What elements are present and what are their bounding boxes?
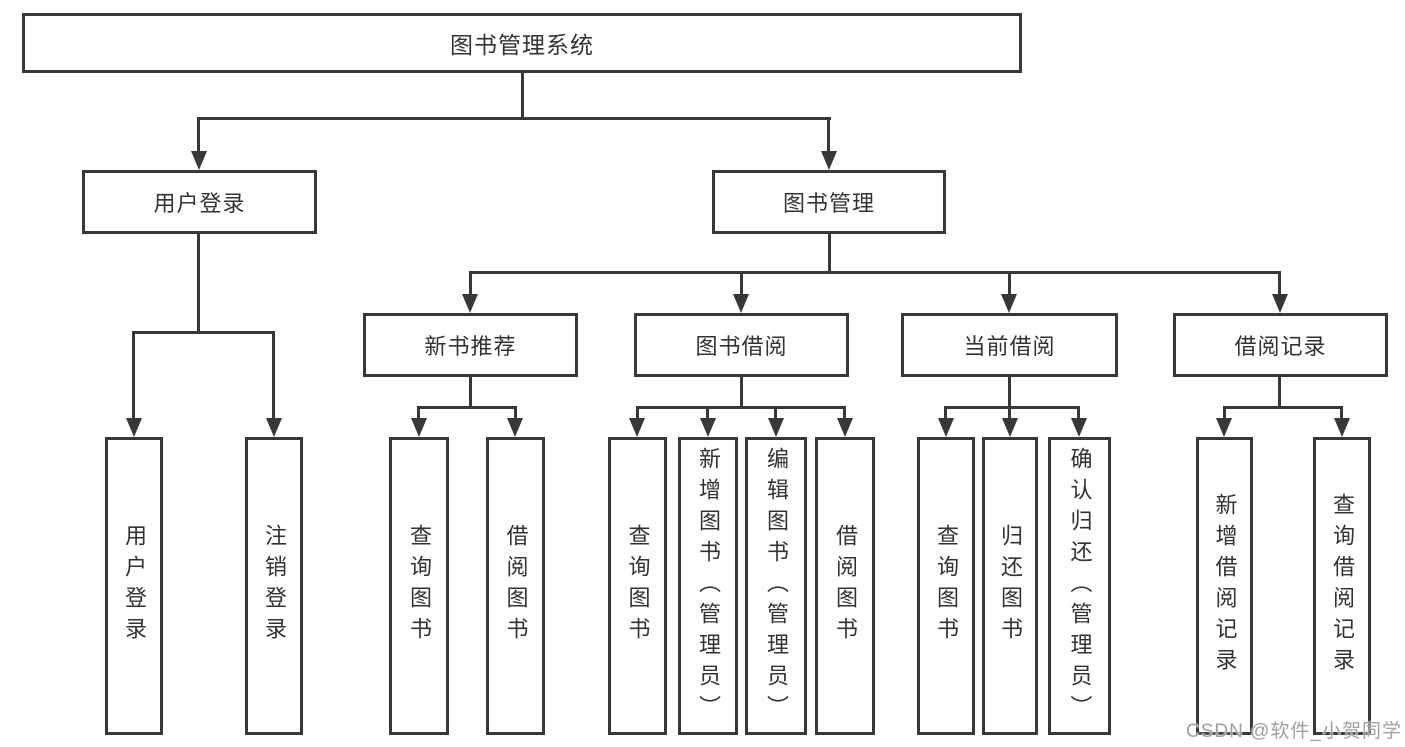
- arrow-down-icon: [821, 151, 837, 170]
- connector-line: [417, 406, 517, 409]
- arrow-down-icon: [266, 418, 282, 437]
- node-book-borrow: 图书借阅: [634, 313, 849, 377]
- connector-line: [1278, 377, 1281, 409]
- arrow-down-icon: [1334, 418, 1350, 437]
- arrow-down-icon: [768, 418, 784, 437]
- connector-line: [1223, 406, 1226, 420]
- arrow-down-icon: [938, 418, 954, 437]
- node-leaf-query-borrow-record: 查询借阅记录: [1313, 437, 1371, 735]
- connector-line: [1223, 406, 1343, 409]
- node-root: 图书管理系统: [22, 13, 1022, 73]
- arrow-down-icon: [191, 151, 207, 170]
- connector-line: [417, 406, 420, 420]
- connector-line: [1340, 406, 1343, 420]
- node-book-mgmt: 图书管理: [712, 170, 946, 234]
- connector-line: [132, 331, 135, 419]
- connector-line: [197, 117, 831, 120]
- connector-line: [1008, 271, 1011, 296]
- connector-line: [843, 406, 846, 420]
- connector-line: [469, 376, 472, 409]
- arrow-down-icon: [507, 418, 523, 437]
- connector-line: [636, 406, 845, 409]
- connector-line: [272, 331, 275, 419]
- node-leaf-edit-books-admin: 编辑图书（管理员）: [745, 437, 807, 735]
- node-leaf-return-books: 归还图书: [982, 437, 1038, 735]
- arrow-down-icon: [837, 418, 853, 437]
- connector-line: [132, 331, 275, 334]
- connector-line: [1077, 406, 1080, 420]
- csdn-watermark: CSDN @软件_小贺同学: [1186, 721, 1402, 742]
- connector-line: [636, 406, 639, 420]
- connector-line: [1008, 406, 1011, 420]
- connector-line: [774, 406, 777, 420]
- connector-line: [197, 117, 200, 153]
- node-leaf-borrow-books: 借阅图书: [815, 437, 875, 735]
- node-borrow-records: 借阅记录: [1173, 313, 1388, 377]
- arrow-down-icon: [1002, 418, 1018, 437]
- connector-line: [706, 406, 709, 420]
- connector-line: [1278, 271, 1281, 296]
- connector-line: [828, 233, 831, 274]
- node-leaf-user-login: 用户登录: [105, 437, 163, 735]
- connector-line: [827, 117, 830, 153]
- connector-line: [197, 233, 200, 334]
- node-user-login: 用户登录: [82, 170, 317, 234]
- connector-line: [469, 271, 472, 296]
- arrow-down-icon: [1071, 418, 1087, 437]
- arrow-down-icon: [411, 418, 427, 437]
- node-leaf-add-borrow-record: 新增借阅记录: [1196, 437, 1253, 735]
- arrow-down-icon: [733, 294, 749, 313]
- node-leaf-query-books-rec: 查询图书: [389, 437, 449, 735]
- connector-line: [944, 406, 1080, 409]
- connector-line: [740, 271, 743, 296]
- connector-line: [469, 271, 1281, 274]
- connector-line: [521, 71, 524, 120]
- arrow-down-icon: [462, 294, 478, 313]
- node-leaf-confirm-return-admin: 确认归还（管理员）: [1048, 437, 1111, 735]
- node-new-book-rec: 新书推荐: [363, 313, 578, 377]
- connector-line: [1008, 377, 1011, 409]
- node-leaf-borrow-books-rec: 借阅图书: [486, 437, 545, 735]
- arrow-down-icon: [629, 418, 645, 437]
- node-leaf-add-books-admin: 新增图书（管理员）: [678, 437, 738, 735]
- arrow-down-icon: [1272, 294, 1288, 313]
- node-leaf-query-books-current: 查询图书: [917, 437, 975, 735]
- connector-line: [944, 406, 947, 420]
- node-current-borrow: 当前借阅: [901, 313, 1118, 377]
- node-leaf-query-books-borrow: 查询图书: [608, 437, 667, 735]
- arrow-down-icon: [1001, 294, 1017, 313]
- arrow-down-icon: [126, 418, 142, 437]
- connector-line: [514, 406, 517, 420]
- arrow-down-icon: [1216, 418, 1232, 437]
- arrow-down-icon: [700, 418, 716, 437]
- connector-line: [740, 376, 743, 409]
- node-leaf-logout: 注销登录: [245, 437, 303, 735]
